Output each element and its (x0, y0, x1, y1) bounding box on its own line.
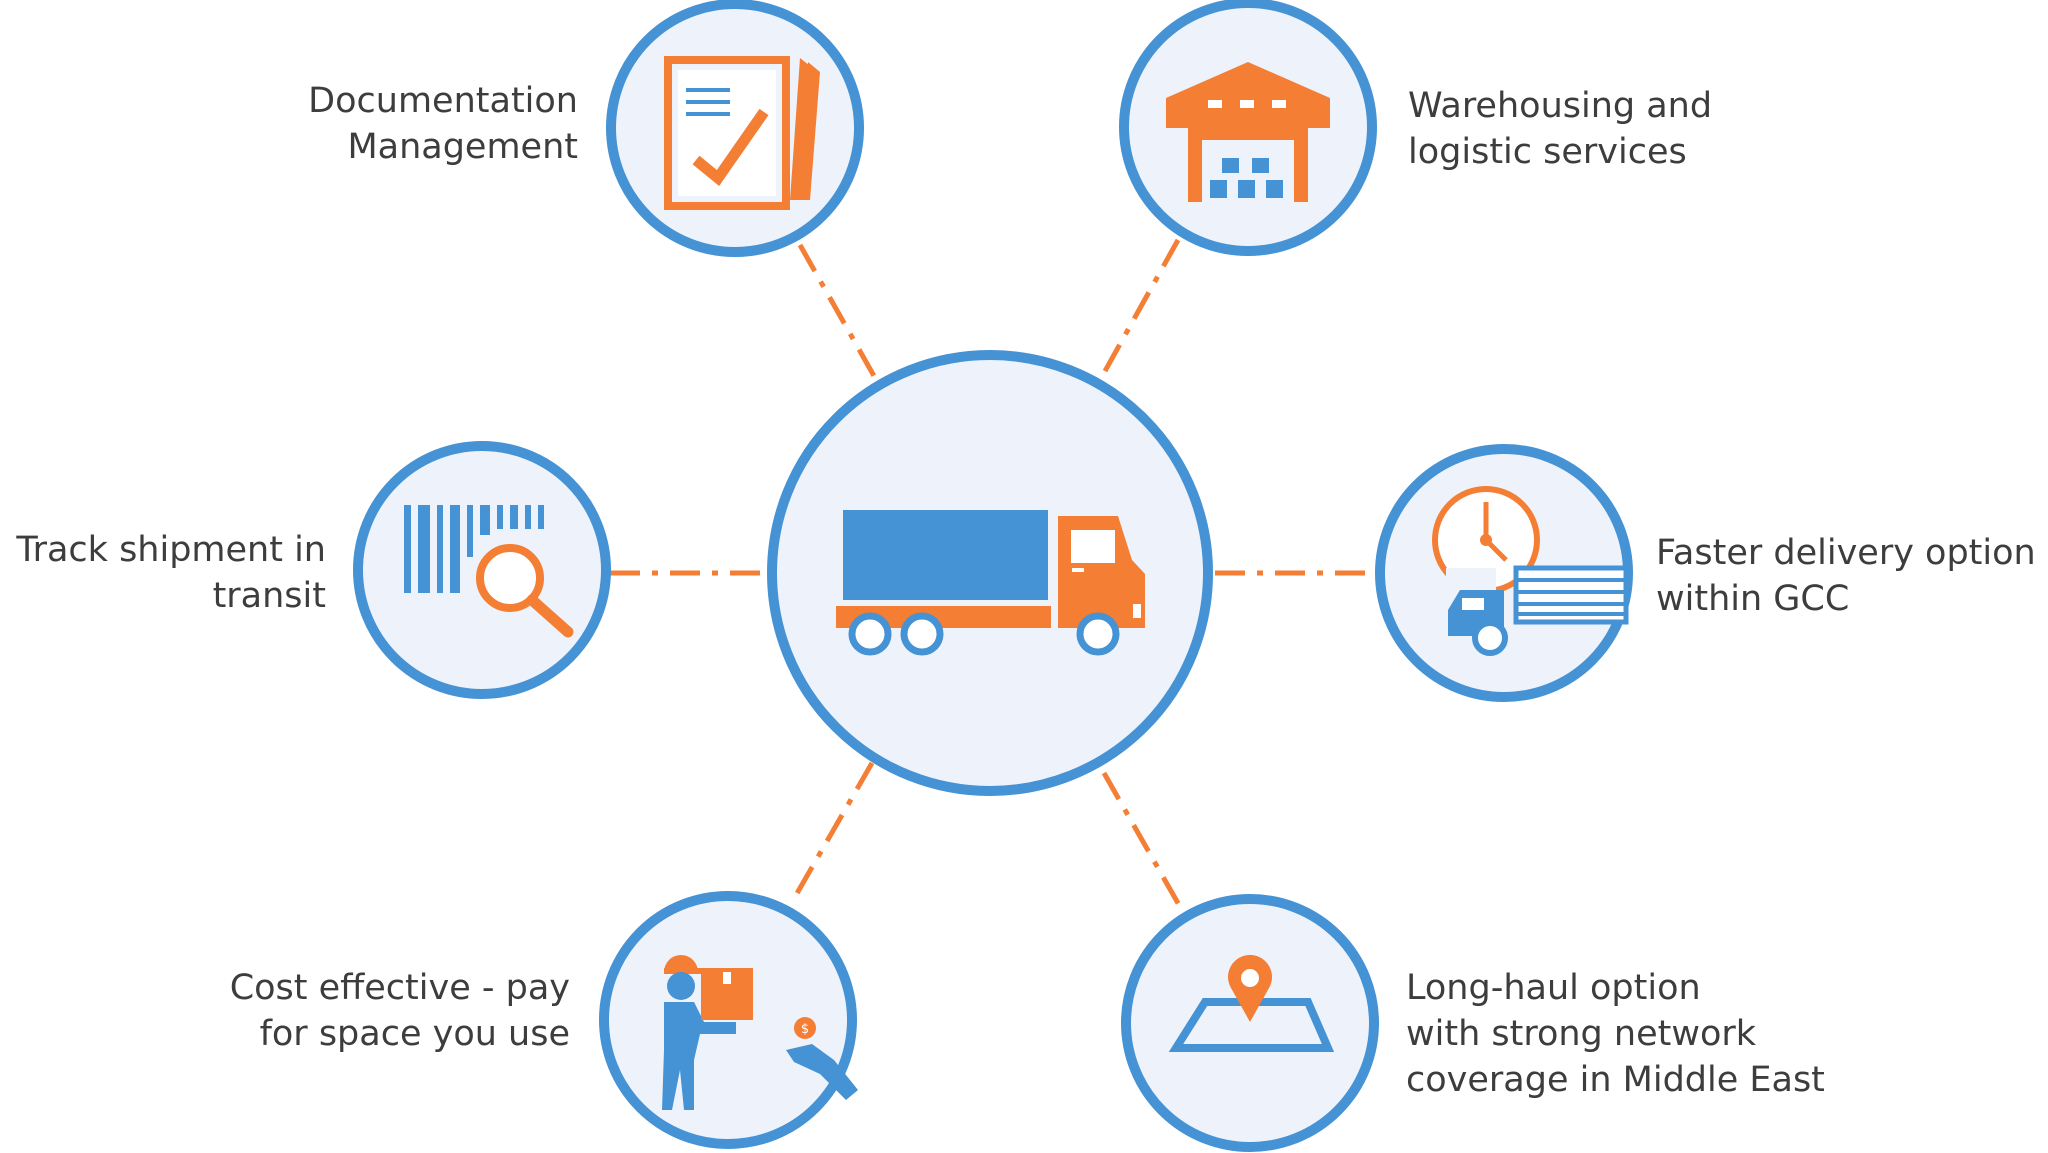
label-line: Management (347, 127, 578, 167)
label-line: Warehousing and (1408, 86, 1713, 126)
label-line: Cost effective - pay (229, 968, 570, 1008)
label-line: for space you use (259, 1014, 570, 1054)
connector-documentation (797, 243, 881, 385)
label-line: with strong network (1406, 1014, 1757, 1054)
label-warehousing: Warehousing and logistic services (1408, 83, 1712, 175)
label-long-haul: Long-haul option with strong network cov… (1406, 965, 1825, 1103)
truck-icon (836, 510, 1145, 656)
map-pin-icon (1168, 954, 1335, 1052)
barcode-search-icon (404, 505, 574, 638)
clock-truck-icon (1432, 486, 1629, 656)
label-documentation: Documentation Management (308, 78, 578, 170)
label-line: transit (212, 576, 326, 616)
label-line: Track shipment in (16, 530, 326, 570)
svg-text:$: $ (801, 1022, 809, 1037)
connector-long-haul (1101, 771, 1186, 914)
node-faster-delivery (1375, 444, 1633, 702)
warehouse-icon (1166, 62, 1330, 202)
connector-warehousing (1097, 238, 1181, 382)
connector-cost-effective (789, 761, 875, 904)
label-line: within GCC (1656, 579, 1850, 619)
node-warehousing (1119, 0, 1377, 256)
label-line: logistic services (1408, 132, 1687, 172)
connector-lines (610, 238, 1378, 914)
node-long-haul (1121, 894, 1379, 1152)
label-faster-delivery: Faster delivery option within GCC (1656, 530, 2036, 622)
label-line: Long-haul option (1406, 968, 1701, 1008)
label-tracking: Track shipment in transit (16, 527, 326, 619)
label-line: Documentation (308, 81, 578, 121)
center-node (767, 350, 1213, 796)
node-tracking (353, 441, 611, 699)
label-cost-effective: Cost effective - pay for space you use (230, 965, 570, 1057)
courier-payment-icon: $ (662, 955, 858, 1110)
node-cost-effective: $ (599, 891, 858, 1149)
document-check-icon (664, 56, 820, 210)
label-line: coverage in Middle East (1406, 1060, 1825, 1100)
label-line: Faster delivery option (1656, 533, 2036, 573)
node-documentation (606, 0, 864, 257)
